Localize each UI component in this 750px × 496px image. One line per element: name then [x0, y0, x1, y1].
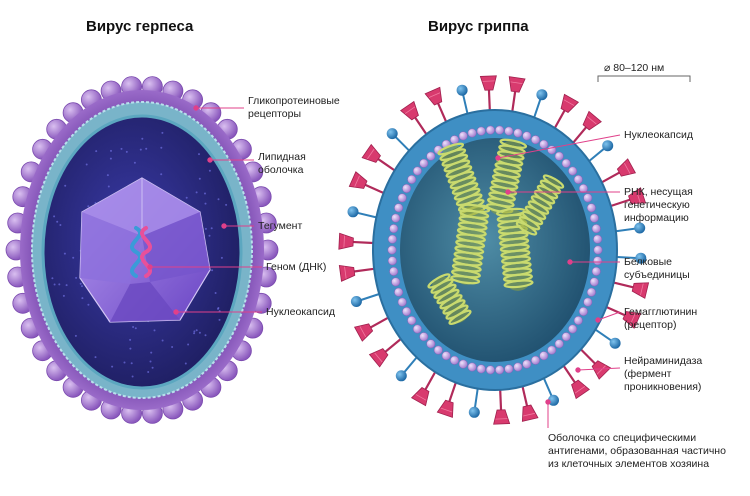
flu-title: Вирус гриппа	[428, 18, 529, 35]
flu-label-rna: РНК, несущая генетическую информацию	[624, 186, 693, 224]
flu-label-protein: Белковые субъединицы	[624, 256, 690, 281]
herpes-label-receptors: Гликопротеиновые рецепторы	[248, 95, 340, 120]
rna-coils	[427, 138, 565, 325]
leader-lines	[147, 105, 621, 428]
flu-label-neuraminidase: Нейраминидаза (фермент проникновения)	[624, 355, 703, 393]
influenza-virus	[338, 75, 650, 425]
herpes-title: Вирус герпеса	[86, 18, 194, 35]
protein-subunits	[387, 125, 603, 375]
flu-label-hemagglutinin: Гемагглютинин (рецептор)	[624, 306, 698, 331]
size-bracket	[597, 75, 691, 82]
herpes-label-envelope: Липидная оболочка	[258, 151, 306, 176]
flu-label-envelope: Оболочка со специфическими антигенами, о…	[548, 432, 726, 470]
herpes-label-tegument: Тегумент	[258, 220, 303, 232]
herpes-virus	[5, 76, 279, 424]
herpes-label-nucleocapsid: Нуклеокапсид	[266, 306, 335, 318]
flu-size-label: ⌀ 80–120 нм	[604, 62, 665, 74]
icosahedral-capsid	[79, 177, 211, 323]
herpes-label-genome: Геном (ДНК)	[266, 261, 327, 273]
flu-label-nucleocapsid: Нуклеокапсид	[624, 129, 693, 141]
surface-spikes	[338, 75, 650, 425]
